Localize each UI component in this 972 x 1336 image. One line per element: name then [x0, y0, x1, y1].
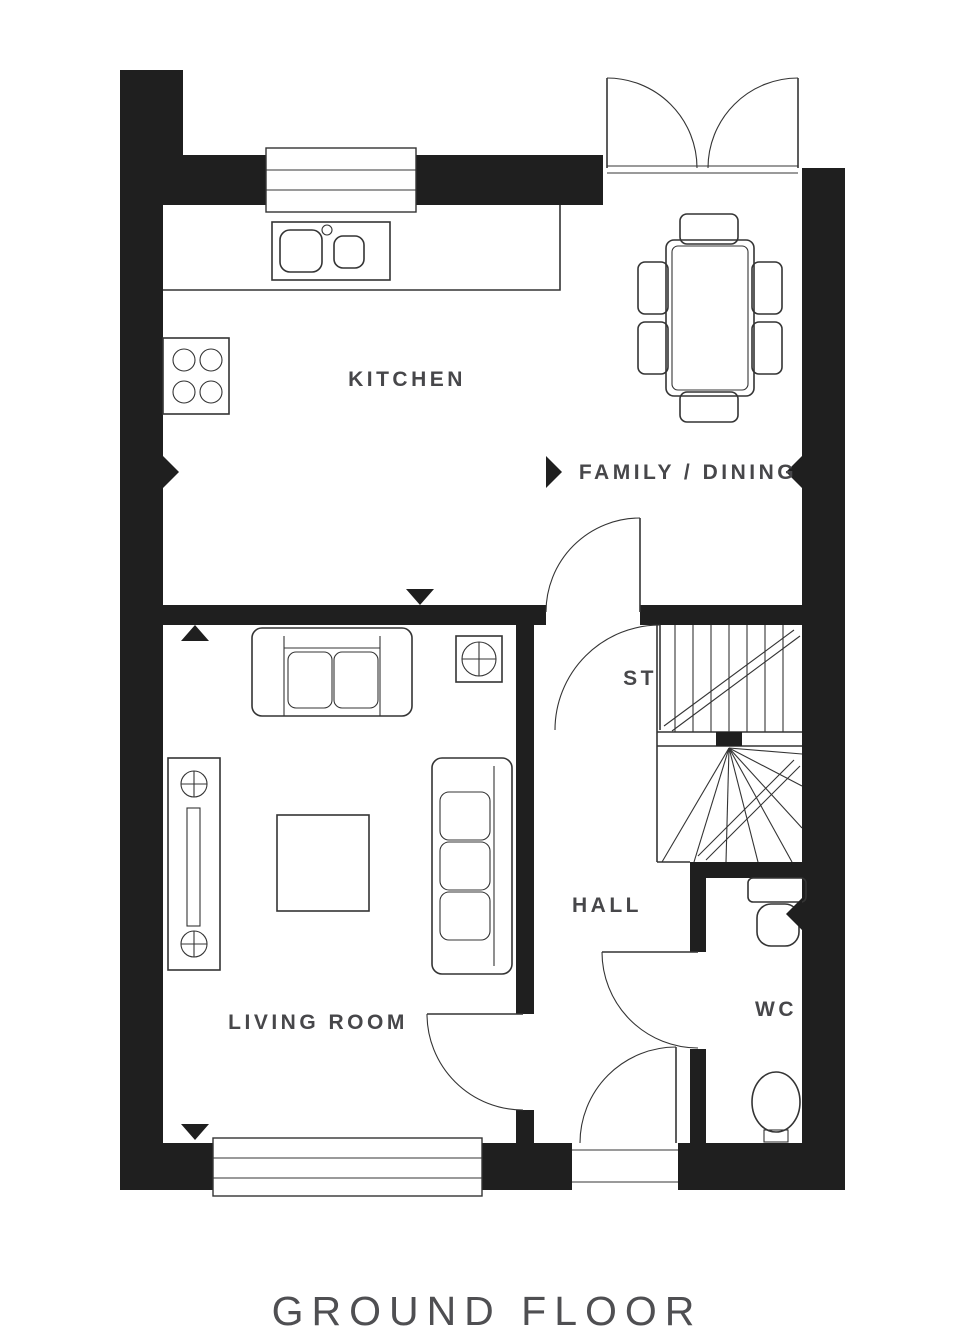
- living-room-label: LIVING ROOM: [228, 1011, 408, 1034]
- wall-segment: [163, 605, 546, 625]
- wall-markers: [163, 456, 802, 1140]
- floor-socket: [455, 635, 503, 683]
- wall-segment: [413, 155, 603, 205]
- wall-segment: [120, 1143, 215, 1190]
- wall-segment: [690, 878, 706, 952]
- wall-segment: [640, 605, 802, 625]
- dining-chair: [751, 261, 783, 315]
- stairs: [656, 625, 803, 863]
- stair-newel: [716, 732, 742, 746]
- coffee-table: [276, 814, 370, 912]
- family-dining-label: FAMILY / DINING: [579, 461, 797, 484]
- wall-segment: [480, 1143, 572, 1190]
- wall-segment: [120, 155, 163, 1190]
- wc-door: [601, 951, 699, 1049]
- marker-triangle: [546, 456, 562, 488]
- sofa: [251, 627, 413, 717]
- marker-triangle: [406, 589, 434, 605]
- dining-table-set: [637, 213, 783, 423]
- radiator: [167, 757, 221, 971]
- kitchen-sink: [271, 221, 391, 281]
- living-room-window: [212, 1137, 483, 1197]
- kitchen-counter: [163, 205, 561, 291]
- kitchen-label: KITCHEN: [348, 368, 466, 391]
- walls: [120, 70, 845, 1190]
- kitchen-hob: [162, 337, 230, 415]
- dining-table: [665, 239, 755, 397]
- dining-chair: [637, 321, 669, 375]
- marker-triangle: [181, 1124, 209, 1140]
- room-labels: KITCHEN FAMILY / DINING ST HALL WC LIVIN…: [228, 368, 797, 1034]
- dining-chair: [679, 391, 739, 423]
- marker-triangle: [786, 898, 802, 930]
- storage-label: ST: [623, 667, 657, 690]
- french-doors: [606, 77, 799, 174]
- page-title: GROUND FLOOR: [272, 1288, 703, 1334]
- wall-segment: [120, 155, 270, 205]
- marker-triangle: [786, 456, 802, 488]
- dining-chair: [751, 321, 783, 375]
- kitchen-window: [265, 147, 417, 213]
- basin: [751, 1071, 801, 1143]
- dining-chair: [679, 213, 739, 245]
- wall-segment: [802, 168, 845, 1190]
- living-room-door: [426, 1013, 524, 1111]
- wall-segment: [516, 1110, 534, 1143]
- wall-segment: [690, 1049, 706, 1143]
- wall-segment: [678, 1143, 802, 1190]
- kitchen-hall-door: [545, 517, 641, 613]
- marker-triangle: [163, 456, 179, 488]
- hall-label: HALL: [572, 894, 642, 917]
- sofa-2: [431, 757, 513, 975]
- wall-segment: [120, 70, 183, 160]
- storage-door: [554, 624, 661, 731]
- wall-segment: [690, 862, 802, 878]
- wall-segment: [516, 605, 534, 1014]
- marker-triangle: [181, 625, 209, 641]
- dining-chair: [637, 261, 669, 315]
- front-door: [572, 1046, 678, 1183]
- wc-label: WC: [755, 998, 797, 1021]
